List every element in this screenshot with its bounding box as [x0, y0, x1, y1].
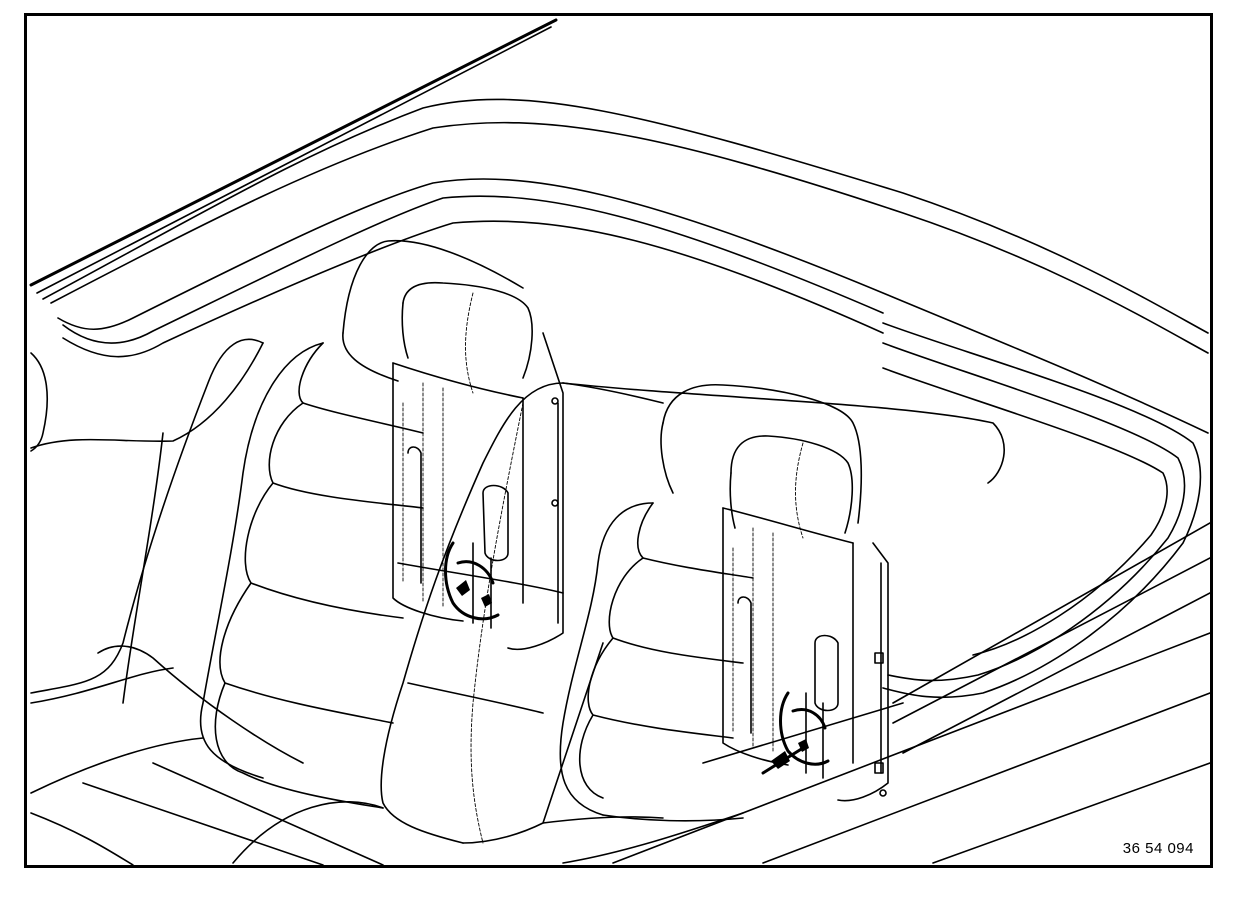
roof-frame — [29, 18, 1209, 434]
diagram-frame: 36 54 094 — [24, 13, 1213, 868]
right-seat — [542, 383, 863, 824]
figure-reference-number: 36 54 094 — [1122, 840, 1194, 857]
right-backrest-panel — [722, 507, 889, 802]
car-interior-line-drawing — [29, 18, 1210, 865]
left-seat — [97, 239, 524, 864]
right-latch-mechanism — [761, 691, 830, 779]
rear-window — [562, 322, 1202, 699]
center-backrest — [380, 382, 664, 844]
left-backrest-panel — [392, 332, 564, 651]
floor-lines — [562, 702, 904, 864]
right-headrest — [729, 435, 854, 539]
side-panel — [30, 338, 384, 865]
left-latch-mechanism — [444, 541, 500, 629]
left-headrest — [401, 281, 533, 394]
rear-shelf — [612, 522, 1210, 864]
